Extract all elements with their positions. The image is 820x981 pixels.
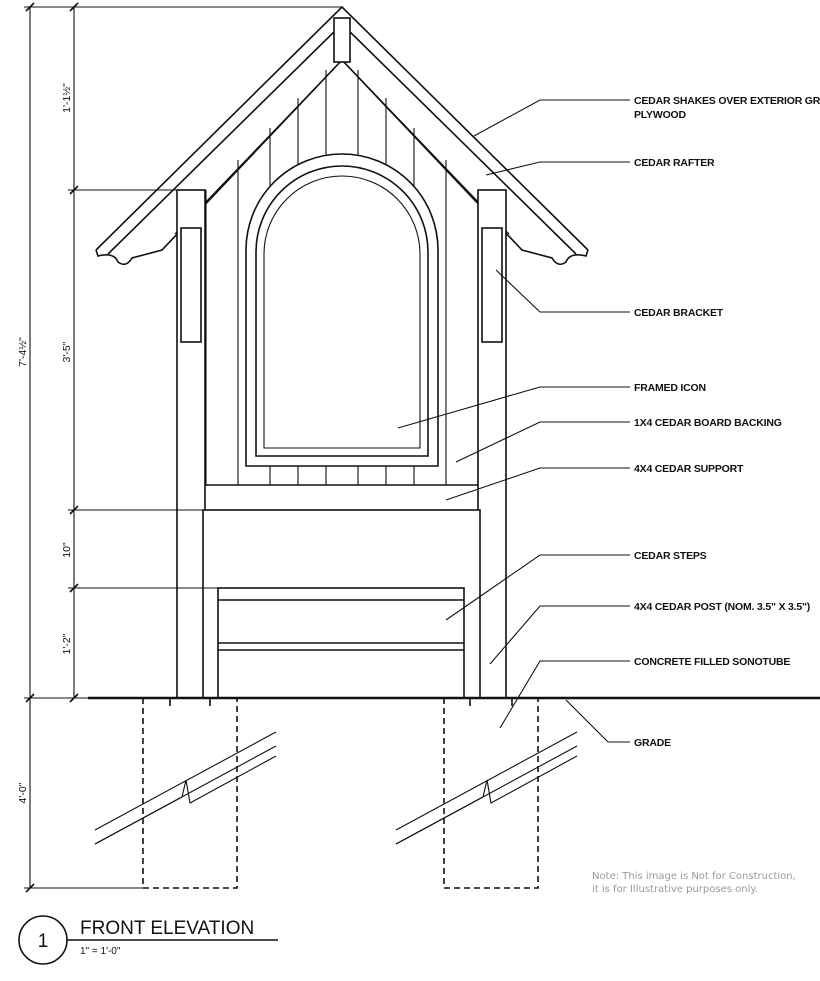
label-rafter: CEDAR RAFTER (634, 157, 715, 169)
left-post (176, 189, 206, 699)
right-bracket (481, 227, 503, 343)
dim-overall: 7'-4½" (17, 337, 29, 367)
label-support: 4X4 CEDAR SUPPORT (634, 463, 744, 475)
label-framed-icon: FRAMED ICON (634, 382, 706, 394)
label-sonotube: CONCRETE FILLED SONOTUBE (634, 656, 790, 668)
callout-labels: CEDAR SHAKES OVER EXTERIOR GRADE PLYWOOD… (634, 95, 820, 749)
detail-number: 1 (38, 931, 49, 952)
label-board-backing: 1X4 CEDAR BOARD BACKING (634, 417, 782, 429)
dim-steps: 1'-2" (61, 633, 73, 654)
note-line-2: it is for Illustrative purposes only. (592, 884, 758, 895)
dimension-lines (24, 2, 342, 893)
right-post (477, 189, 507, 699)
label-shakes-1: CEDAR SHAKES OVER EXTERIOR GRADE (634, 95, 820, 107)
dim-seat: 10" (61, 542, 73, 558)
dim-roof: 1'-1½" (61, 83, 73, 113)
leader-lines (397, 99, 630, 743)
cedar-steps (217, 587, 465, 699)
sonotube-right (395, 698, 578, 889)
dim-upper: 3'-5" (61, 341, 73, 362)
title-block: 1 FRONT ELEVATION 1" = 1'-0" (18, 915, 278, 965)
framed-icon (245, 153, 439, 467)
dim-footing: 4'-0" (17, 782, 29, 803)
ridge-block (333, 17, 351, 63)
sonotube-left (94, 698, 277, 889)
left-bracket (180, 227, 202, 343)
label-bracket: CEDAR BRACKET (634, 307, 724, 319)
drawing-title: FRONT ELEVATION (80, 918, 254, 939)
note-line-1: Note: This image is Not for Construction… (592, 871, 796, 882)
label-shakes-2: PLYWOOD (634, 109, 687, 121)
drawing-scale: 1" = 1'-0" (80, 946, 121, 957)
dimension-texts: 1'-1½" 3'-5" 7'-4½" 10" 1'-2" 4'-0" (17, 83, 73, 804)
label-post: 4X4 CEDAR POST (NOM. 3.5" X 3.5") (634, 601, 810, 613)
label-steps: CEDAR STEPS (634, 550, 707, 562)
label-grade: GRADE (634, 737, 671, 749)
